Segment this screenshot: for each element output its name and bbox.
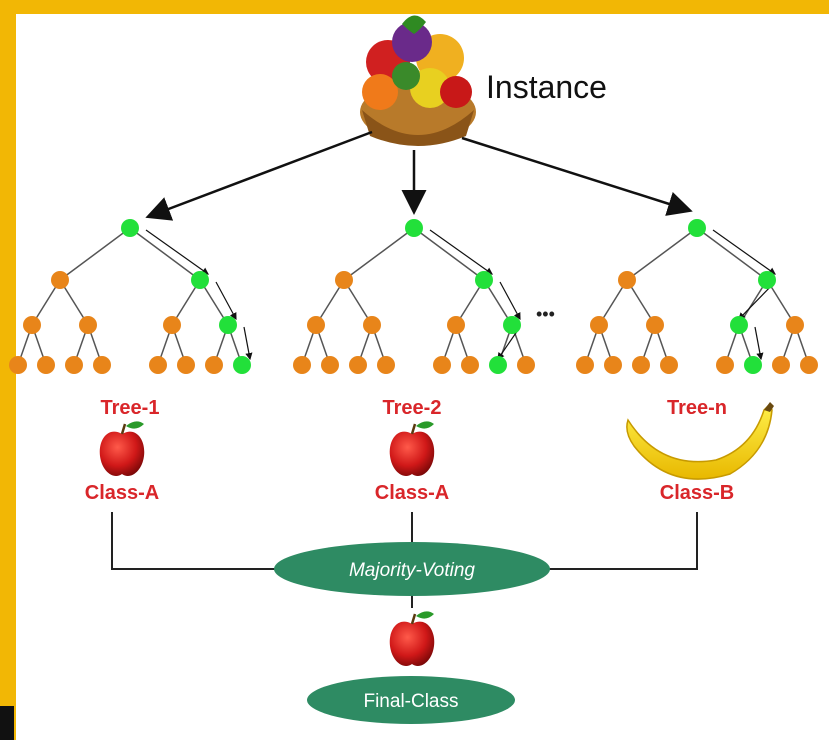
trees-ellipsis: ••• <box>536 304 555 324</box>
path-arrow <box>712 229 776 275</box>
path-arrow <box>499 281 521 321</box>
voting-connectors <box>111 512 698 608</box>
tree-edge <box>696 227 768 281</box>
tree-node <box>447 316 465 334</box>
path-arrow <box>243 326 253 361</box>
tree-node-selected <box>489 356 507 374</box>
tree-node <box>461 356 479 374</box>
tree-node-selected <box>121 219 139 237</box>
apple-icon <box>389 421 435 476</box>
tree-node-selected <box>191 271 209 289</box>
tree-node <box>772 356 790 374</box>
tree-node <box>590 316 608 334</box>
tree-node-selected <box>688 219 706 237</box>
tree-edge <box>626 227 698 281</box>
tree-node <box>23 316 41 334</box>
tree-node <box>149 356 167 374</box>
tree-n-label: Tree-n <box>667 397 727 419</box>
tree-node <box>177 356 195 374</box>
tree-node <box>335 271 353 289</box>
tree-node <box>293 356 311 374</box>
majority-voting-node: Majority-Voting <box>274 542 550 596</box>
tree-node <box>433 356 451 374</box>
final-class-label: Final-Class <box>363 691 458 712</box>
tree-edge <box>59 227 131 281</box>
tree-node-selected <box>730 316 748 334</box>
tree-node <box>517 356 535 374</box>
tree-node <box>349 356 367 374</box>
majority-voting-label: Majority-Voting <box>349 560 475 581</box>
tree-node-selected <box>503 316 521 334</box>
apple-icon <box>99 421 145 476</box>
tree-2-label: Tree-2 <box>383 397 442 419</box>
tree-edge <box>129 227 201 281</box>
path-arrow <box>215 281 237 321</box>
tree-edge <box>343 227 415 281</box>
instance-label: Instance <box>486 69 607 105</box>
tree-node-selected <box>744 356 762 374</box>
tree-node <box>363 316 381 334</box>
tree-node-selected <box>219 316 237 334</box>
tree-node-selected <box>233 356 251 374</box>
tree-node <box>65 356 83 374</box>
decision-trees <box>9 219 818 374</box>
tree-node <box>321 356 339 374</box>
tree-node <box>307 316 325 334</box>
decision-tree <box>293 219 535 374</box>
tree-node-selected <box>405 219 423 237</box>
final-class-node: Final-Class <box>307 676 515 724</box>
tree-node <box>660 356 678 374</box>
fruit-basket-icon <box>360 15 476 146</box>
tree-node <box>79 316 97 334</box>
path-arrow <box>429 229 493 275</box>
tree-1-class-label: Class-A <box>85 482 159 504</box>
tree-node-selected <box>475 271 493 289</box>
tree-node <box>205 356 223 374</box>
banana-icon <box>626 402 774 480</box>
tree-node <box>93 356 111 374</box>
decision-tree <box>576 219 818 374</box>
tree-node <box>786 316 804 334</box>
tree-1-label: Tree-1 <box>101 397 160 419</box>
instance-arrows <box>145 130 693 221</box>
tree-node <box>163 316 181 334</box>
decision-tree <box>9 219 253 374</box>
path-arrow <box>754 326 764 361</box>
tree-node <box>800 356 818 374</box>
tree-node <box>716 356 734 374</box>
tree-node <box>576 356 594 374</box>
tree-node <box>9 356 27 374</box>
tree-2-class-label: Class-A <box>375 482 449 504</box>
tree-node <box>632 356 650 374</box>
tree-node <box>604 356 622 374</box>
tree-node <box>646 316 664 334</box>
tree-node-selected <box>758 271 776 289</box>
apple-icon <box>389 611 435 666</box>
tree-node <box>37 356 55 374</box>
tree-edge <box>413 227 485 281</box>
tree-node <box>618 271 636 289</box>
tree-node <box>51 271 69 289</box>
tree-n-class-label: Class-B <box>660 482 734 504</box>
tree-node <box>377 356 395 374</box>
path-arrow <box>145 229 209 275</box>
